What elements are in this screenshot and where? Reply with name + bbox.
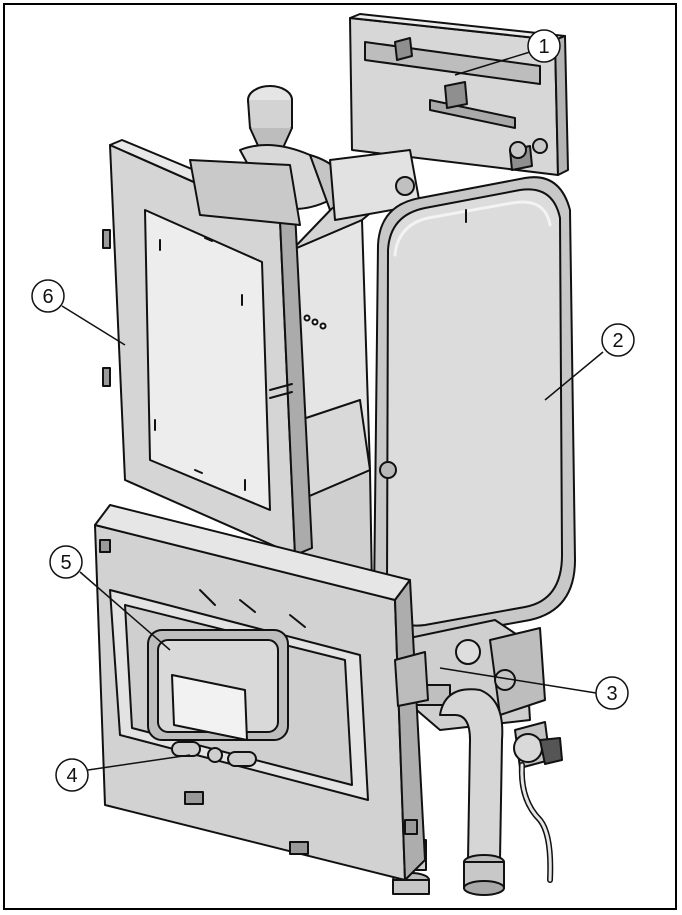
mounting-bracket [349, 13, 569, 176]
leader-line-5 [79, 571, 171, 651]
callout-1-label: 1 [538, 36, 549, 58]
front-cover-panel [102, 139, 313, 556]
callout-5: 5 [49, 545, 83, 579]
leader-line-6 [61, 305, 126, 346]
callout-2: 2 [601, 323, 635, 357]
leader-line-1 [454, 51, 531, 76]
callout-2-label: 2 [612, 330, 623, 352]
expansion-vessel [373, 176, 576, 642]
callout-6: 6 [31, 279, 65, 313]
leader-line-2 [544, 351, 604, 401]
callout-1: 1 [527, 29, 561, 63]
leader-line-4 [87, 754, 191, 771]
callout-4-label: 4 [66, 765, 77, 787]
callout-5-label: 5 [60, 552, 71, 574]
pipework [392, 688, 563, 896]
callout-3: 3 [595, 676, 629, 710]
hydraulic-block [399, 619, 546, 731]
callout-6-label: 6 [42, 286, 53, 308]
callout-4: 4 [55, 758, 89, 792]
control-panel [147, 629, 289, 767]
leader-lines [61, 51, 604, 771]
callout-3-label: 3 [606, 683, 617, 705]
leader-line-3 [439, 667, 597, 694]
